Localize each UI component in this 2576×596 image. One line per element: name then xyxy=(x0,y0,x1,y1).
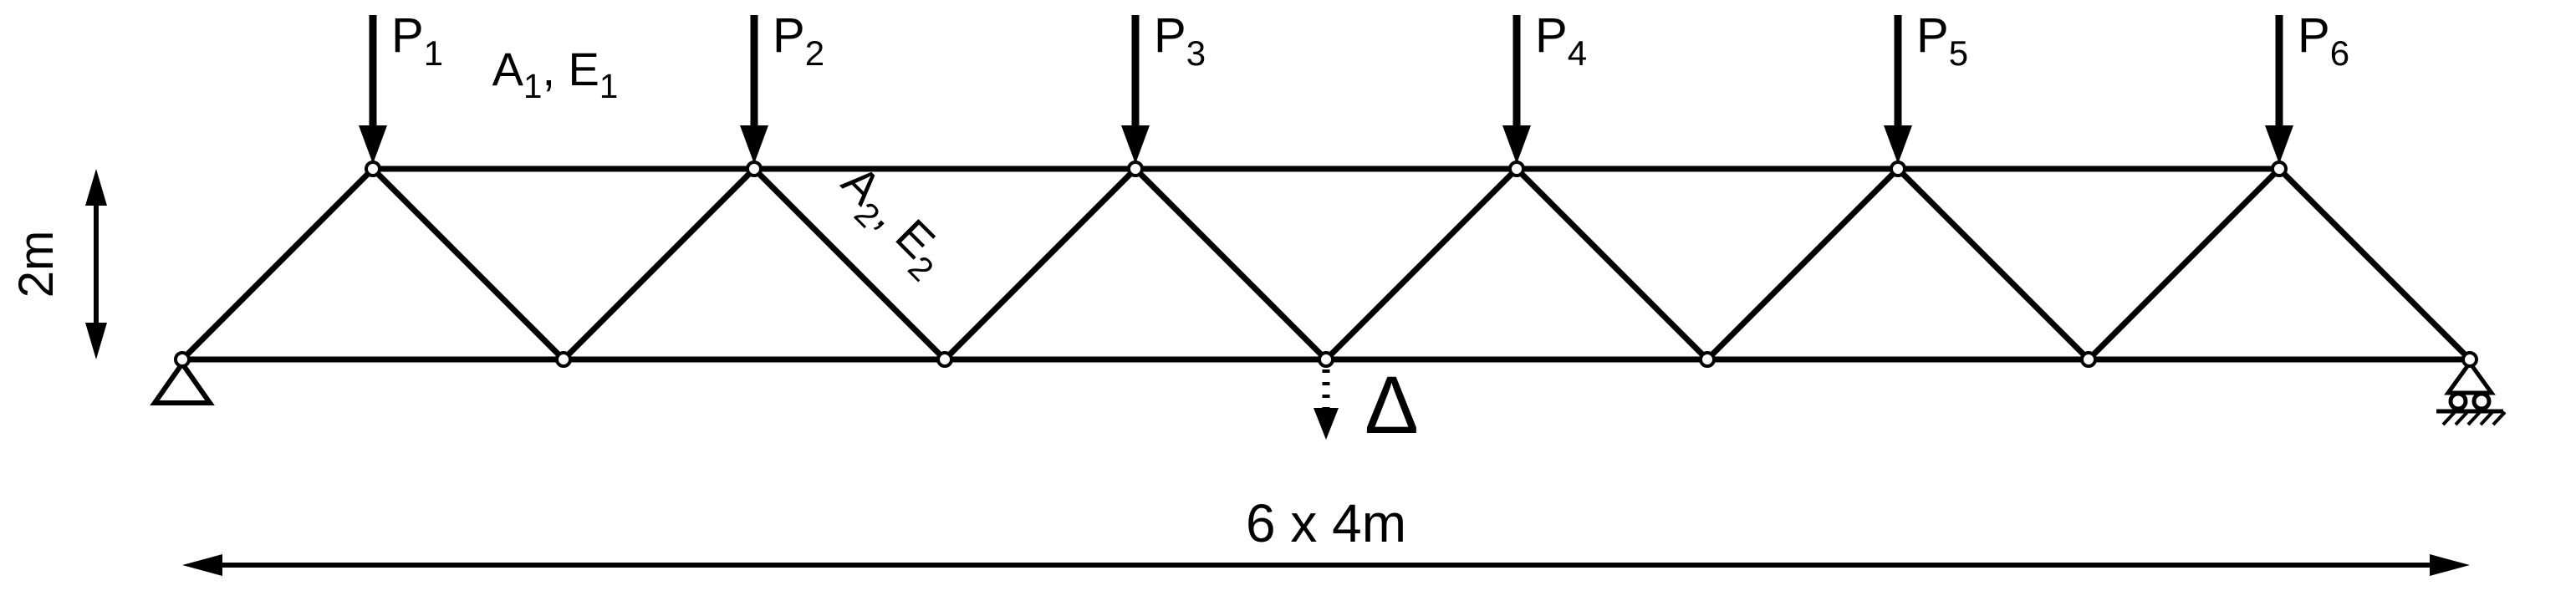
pin-support-icon xyxy=(150,359,215,405)
roller-support-icon xyxy=(2436,359,2507,426)
dimension-arrow-head xyxy=(85,323,107,359)
roller-wheel xyxy=(2448,391,2468,411)
load-label: P5 xyxy=(1916,8,1968,73)
truss-node xyxy=(1890,160,1906,177)
arrow-head xyxy=(1884,125,1912,164)
arrow-head xyxy=(1502,125,1531,164)
truss-node xyxy=(746,160,763,177)
load-arrow-P1: P1 xyxy=(359,8,443,164)
diagonal-material-label: A2, E2 xyxy=(825,155,959,289)
truss-node xyxy=(365,160,381,177)
member-diagonal xyxy=(2086,166,2282,362)
member-diagonal xyxy=(1133,166,1329,362)
truss-node xyxy=(2080,351,2097,368)
truss-node xyxy=(936,351,953,368)
member-diagonal xyxy=(370,166,566,362)
member-diagonal xyxy=(942,166,1138,362)
height-dimension-label: 2m xyxy=(9,231,64,298)
top-chord-material-label: A1, E1 xyxy=(492,43,619,105)
dimension-arrow-head xyxy=(182,554,222,576)
truss-node xyxy=(2271,160,2288,177)
load-arrow-P2: P2 xyxy=(740,8,824,164)
ground-hatch xyxy=(2492,410,2507,426)
roller-wheel xyxy=(2471,391,2492,411)
load-label: P2 xyxy=(773,8,824,73)
load-label: P1 xyxy=(391,8,443,73)
load-label: P3 xyxy=(1154,8,1206,73)
truss-node xyxy=(1318,351,1334,368)
roller-triangle xyxy=(2444,359,2496,395)
load-label: P4 xyxy=(1535,8,1587,73)
ground-hatch xyxy=(2479,410,2494,426)
dimension-arrow-head xyxy=(2430,554,2470,576)
member-diagonal xyxy=(1324,166,1519,362)
span-dimension: 6 x 4m xyxy=(182,493,2470,576)
truss-node xyxy=(1508,160,1525,177)
member-diagonal xyxy=(180,166,375,362)
truss-node xyxy=(555,351,572,368)
member-diagonal xyxy=(1705,166,1900,362)
arrow-head xyxy=(2265,125,2293,164)
truss-node xyxy=(174,351,191,368)
load-arrow-P4: P4 xyxy=(1502,8,1587,164)
dimension-arrow-head xyxy=(85,169,107,206)
ground-hatch xyxy=(2466,410,2482,426)
arrow-head xyxy=(1121,125,1150,164)
load-label: P6 xyxy=(2298,8,2349,73)
member-diagonal xyxy=(1895,166,2091,362)
member-diagonal xyxy=(752,166,947,362)
load-arrow-P5: P5 xyxy=(1884,8,1968,164)
truss-node xyxy=(1699,351,1716,368)
load-arrow-P3: P3 xyxy=(1121,8,1206,164)
ground-hatch xyxy=(2454,410,2469,426)
deflection-symbol: Δ xyxy=(1365,359,1419,451)
member-diagonal xyxy=(1514,166,1710,362)
truss-node xyxy=(1127,160,1144,177)
height-dimension: 2m xyxy=(9,169,107,359)
member-diagonal xyxy=(561,166,757,362)
arrow-head xyxy=(359,125,387,164)
span-dimension-label: 6 x 4m xyxy=(1246,493,1406,553)
deflection-indicator: Δ xyxy=(1314,359,1419,451)
arrow-head xyxy=(740,125,768,164)
truss-node xyxy=(2461,351,2478,368)
deflection-arrow-head xyxy=(1314,408,1339,440)
ground-hatch xyxy=(2441,410,2456,426)
load-arrow-P6: P6 xyxy=(2265,8,2349,164)
member-diagonal xyxy=(2277,166,2472,362)
